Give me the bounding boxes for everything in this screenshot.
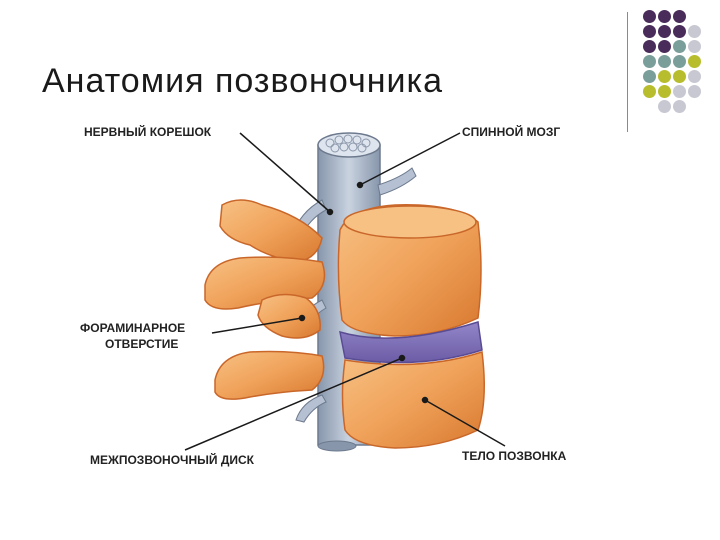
- nerve-root-upper-right: [377, 167, 417, 196]
- decor-dot: [673, 10, 686, 23]
- decor-dot: [688, 40, 701, 53]
- decor-dot: [673, 55, 686, 68]
- label-disc: МЕЖПОЗВОНОЧНЫЙ ДИСК: [90, 453, 254, 467]
- decor-dot: [688, 70, 701, 83]
- leader-line-nerve-root: [239, 132, 331, 213]
- leader-dot-disc: [398, 354, 406, 362]
- decor-divider-line: [627, 12, 628, 132]
- upper-vertebral-body: [337, 204, 482, 337]
- lower-transverse-process: [257, 293, 321, 339]
- decor-dot: [643, 25, 656, 38]
- decor-dot: [688, 55, 701, 68]
- leader-dot-foramen: [298, 314, 306, 322]
- leader-dot-spinal-cord: [356, 181, 364, 189]
- leader-dot-nerve-root: [326, 208, 334, 216]
- decor-dot: [643, 85, 656, 98]
- decor-dot: [673, 100, 686, 113]
- decor-dot: [643, 70, 656, 83]
- decor-dot: [688, 25, 701, 38]
- intervertebral-disc: [339, 321, 483, 364]
- leader-line-disc: [184, 357, 403, 451]
- decor-dot: [658, 10, 671, 23]
- leader-line-vertebra-body: [424, 399, 506, 447]
- label-foramen-line2: ОТВЕРСТИЕ: [105, 337, 179, 351]
- decor-dot: [658, 55, 671, 68]
- decor-dot: [658, 85, 671, 98]
- label-vertebra-body: ТЕЛО ПОЗВОНКА: [462, 449, 567, 463]
- slide-title: Анатомия позвоночника: [42, 62, 444, 100]
- decor-dot: [673, 25, 686, 38]
- leader-line-foramen: [211, 317, 303, 334]
- decor-dot: [643, 55, 656, 68]
- upper-transverse-process: [219, 199, 323, 263]
- decor-dot: [673, 70, 686, 83]
- decor-dot: [688, 85, 701, 98]
- label-nerve-root: НЕРВНЫЙ КОРЕШОК: [84, 125, 212, 139]
- decor-dot: [643, 10, 656, 23]
- spinal-cord-fibers: [325, 134, 371, 153]
- decor-dot: [658, 25, 671, 38]
- leader-line-spinal-cord: [359, 132, 461, 186]
- spinal-cord-bottom: [317, 440, 357, 452]
- lower-vertebral-body: [341, 351, 485, 449]
- decor-dot: [673, 85, 686, 98]
- decor-dot: [658, 40, 671, 53]
- leader-dot-vertebra-body: [421, 396, 429, 404]
- decor-dot: [658, 70, 671, 83]
- upper-vertebral-body-top: [343, 205, 477, 239]
- lower-spinous-process: [214, 350, 325, 400]
- nerve-root-lower: [295, 394, 327, 423]
- decor-dot: [673, 40, 686, 53]
- label-foramen-line1: ФОРАМИНАРНОЕ: [80, 321, 186, 335]
- decor-dot: [658, 100, 671, 113]
- label-spinal-cord: СПИННОЙ МОЗГ: [462, 125, 561, 139]
- decor-dot: [643, 40, 656, 53]
